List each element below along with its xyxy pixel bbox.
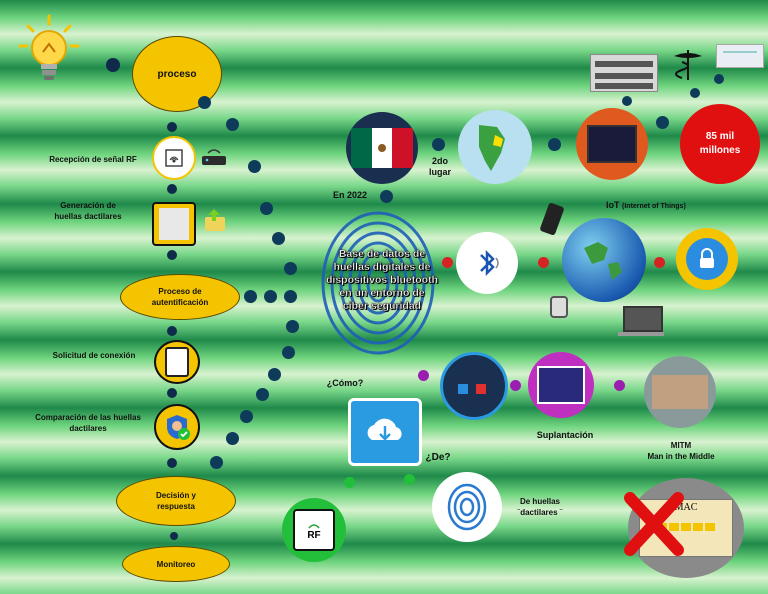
connector-dot: [167, 326, 177, 336]
connector-dot: [538, 257, 549, 268]
connector-dot: [226, 432, 239, 445]
comparacion-label: Comparación de las huellas dactilares: [35, 413, 141, 433]
connector-dot: [167, 388, 177, 398]
connector-dot: [656, 116, 669, 129]
hacker-image: [576, 108, 648, 180]
rf-signal-icon: [152, 136, 196, 180]
de-huellas-label: De huellas ¨dactilares ¨: [517, 497, 563, 517]
laptop-icon: [618, 306, 664, 338]
proceso-label: proceso: [157, 68, 197, 80]
millones-bubble: 85 mil millones: [680, 104, 760, 184]
connector-dot: [614, 380, 625, 391]
connector-dot: [226, 118, 239, 131]
rf-bubble: RF: [282, 498, 346, 562]
connector-dot: [248, 160, 261, 173]
padlocks-image: [440, 352, 508, 420]
iot-label: IoT (Internet of Things): [606, 200, 736, 212]
router-icon: [200, 146, 228, 170]
recepcion-label: Recepción de señal RF: [49, 155, 137, 164]
fingerprint-scan-icon: [152, 202, 196, 246]
connector-dot: [210, 456, 223, 469]
map-image: [716, 44, 764, 68]
connector-dot: [282, 346, 295, 359]
connection-request-icon: [154, 340, 200, 384]
connector-dot: [418, 370, 429, 381]
node-proceso-autentificacion: Proceso de autentificación: [120, 274, 240, 320]
connector-dot: [622, 96, 632, 106]
iot-short: IoT: [606, 200, 620, 210]
medical-caduceus-icon: [672, 48, 704, 82]
segundo-lugar-label: 2do lugar: [428, 156, 451, 177]
smartwatch-icon: [550, 296, 568, 318]
connector-dot: [106, 58, 120, 72]
mitm-label: MITM Man in the Middle: [636, 440, 726, 462]
connector-dot: [380, 190, 393, 203]
connector-dot: [272, 232, 285, 245]
connector-dot: [170, 532, 178, 540]
mexico-flag-image: [346, 112, 418, 184]
connector-dot: [654, 257, 665, 268]
connector-dot: [432, 138, 445, 151]
connector-dot: [240, 410, 253, 423]
iot-full: (Internet of Things): [622, 203, 686, 210]
generacion-label: Generación de huellas dactilares: [54, 201, 122, 221]
lock-icon: [676, 228, 738, 290]
red-x-icon: [624, 492, 684, 556]
decision-label: Decisión y respuesta: [155, 491, 196, 511]
connector-dot: [344, 477, 355, 488]
connector-dot: [167, 458, 177, 468]
node-monitoreo: Monitoreo: [122, 546, 230, 582]
connector-dot: [286, 320, 299, 333]
connector-dot: [404, 474, 415, 485]
light-bulb-icon: [18, 14, 80, 94]
fingerprint-bubble: [432, 472, 502, 542]
connector-dot: [268, 368, 281, 381]
connector-dot: [244, 290, 257, 303]
connector-dot: [167, 184, 177, 194]
spoofing-image: [528, 352, 594, 418]
computer-lab-image: [590, 54, 658, 92]
monitoreo-label: Monitoreo: [156, 559, 196, 569]
connector-dot: [714, 74, 724, 84]
connector-dot: [284, 262, 297, 275]
connector-dot: [510, 380, 521, 391]
smartphone-icon: [538, 202, 568, 240]
connector-dot: [264, 290, 277, 303]
mitm-short: MITM: [670, 441, 692, 450]
millones-label: 85 mil millones: [699, 131, 741, 156]
mac-label: MAC: [674, 502, 698, 513]
suplantacion-label: Suplantación: [536, 430, 594, 440]
connector-dot: [442, 257, 453, 268]
connector-dot: [260, 202, 273, 215]
proceso-aut-label: Proceso de autentificación: [151, 287, 209, 307]
center-title: Base de datos de huellas digitales de di…: [326, 248, 438, 312]
mitm-full: Man in the Middle: [647, 452, 715, 461]
solicitud-label: Solicitud de conexión: [52, 351, 136, 360]
connector-dot: [167, 122, 177, 132]
fingerprint-icon: [318, 208, 438, 358]
globe-image: [562, 218, 646, 302]
connector-dot: [284, 290, 297, 303]
rf-label: RF: [307, 529, 321, 541]
en2022-label: En 2022: [332, 190, 368, 200]
connector-dot: [548, 138, 561, 151]
cloud-download-icon: [348, 398, 422, 466]
bluetooth-icon: [456, 232, 518, 294]
node-decision: Decisión y respuesta: [116, 476, 236, 526]
mitm-image: [644, 356, 716, 428]
connector-dot: [198, 96, 211, 109]
connector-dot: [167, 250, 177, 260]
compare-fingerprints-icon: [154, 404, 200, 450]
latin-america-map-image: [458, 110, 532, 184]
folder-icon: [202, 206, 228, 234]
connector-dot: [690, 88, 700, 98]
de-label: ¿De?: [425, 452, 451, 463]
connector-dot: [256, 388, 269, 401]
como-label: ¿Cómo?: [326, 378, 364, 388]
